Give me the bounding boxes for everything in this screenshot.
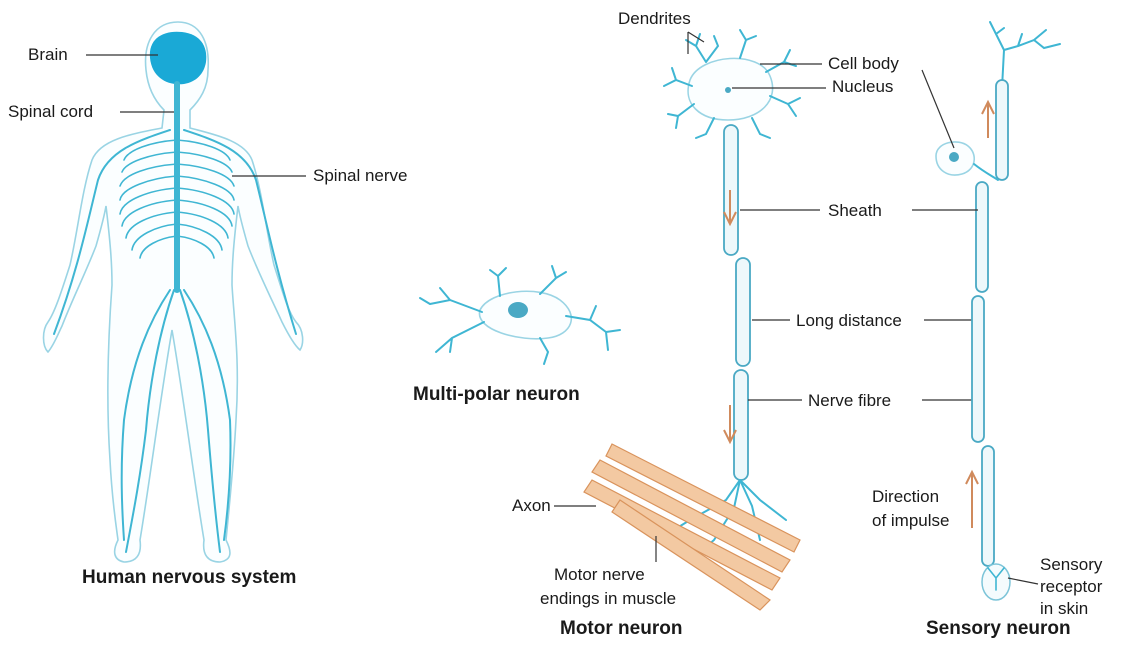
sensory-neuron: Direction of impulse Sensory receptor in… — [872, 22, 1103, 639]
spinal-cord-label: Spinal cord — [8, 102, 93, 121]
sheath-label: Sheath — [828, 201, 882, 220]
sensory-receptor-leader — [1008, 578, 1038, 584]
sensory-receptor-label-3: in skin — [1040, 599, 1088, 618]
multipolar-caption: Multi-polar neuron — [413, 384, 580, 405]
sensory-caption: Sensory neuron — [926, 618, 1071, 639]
muscle-fibres — [584, 444, 800, 610]
sensory-arrow-lower — [966, 472, 978, 528]
brain-shape — [150, 32, 206, 85]
motor-nucleus — [725, 87, 731, 93]
sensory-receptor-label-1: Sensory — [1040, 555, 1103, 574]
spinal-nerve-label: Spinal nerve — [313, 166, 408, 185]
motor-fibre-seg-2 — [736, 258, 750, 366]
nerve-fibre-label: Nerve fibre — [808, 391, 891, 410]
motor-fibre-seg-3 — [734, 370, 748, 480]
multipolar-neuron: Multi-polar neuron — [413, 266, 620, 405]
cell-body-label: Cell body — [828, 54, 899, 73]
sensory-fibre-seg-1 — [976, 182, 988, 292]
motor-endings-label-2: endings in muscle — [540, 589, 676, 608]
direction-label-1: Direction — [872, 487, 939, 506]
dendrites-label: Dendrites — [618, 9, 691, 28]
cell-body-sensory-leader — [922, 70, 954, 148]
multipolar-nucleus — [508, 302, 528, 318]
brain-label: Brain — [28, 45, 68, 64]
sensory-fibre-top — [996, 80, 1008, 180]
axon-label: Axon — [512, 496, 551, 515]
sensory-stalk — [974, 164, 998, 180]
human-caption: Human nervous system — [82, 567, 296, 588]
sensory-arrow-upper — [982, 102, 994, 138]
sensory-receptor-label-2: receptor — [1040, 577, 1103, 596]
motor-caption: Motor neuron — [560, 618, 682, 639]
sensory-dendrites — [990, 22, 1060, 88]
sensory-fibre-seg-3 — [982, 446, 994, 566]
motor-neuron: Dendrites Cell body Nucleus Sheath Long … — [512, 9, 974, 639]
sensory-fibre-seg-2 — [972, 296, 984, 442]
motor-endings-label-1: Motor nerve — [554, 565, 645, 584]
sensory-nucleus — [949, 152, 959, 162]
direction-label-2: of impulse — [872, 511, 949, 530]
long-distance-label: Long distance — [796, 311, 902, 330]
nucleus-label: Nucleus — [832, 77, 893, 96]
